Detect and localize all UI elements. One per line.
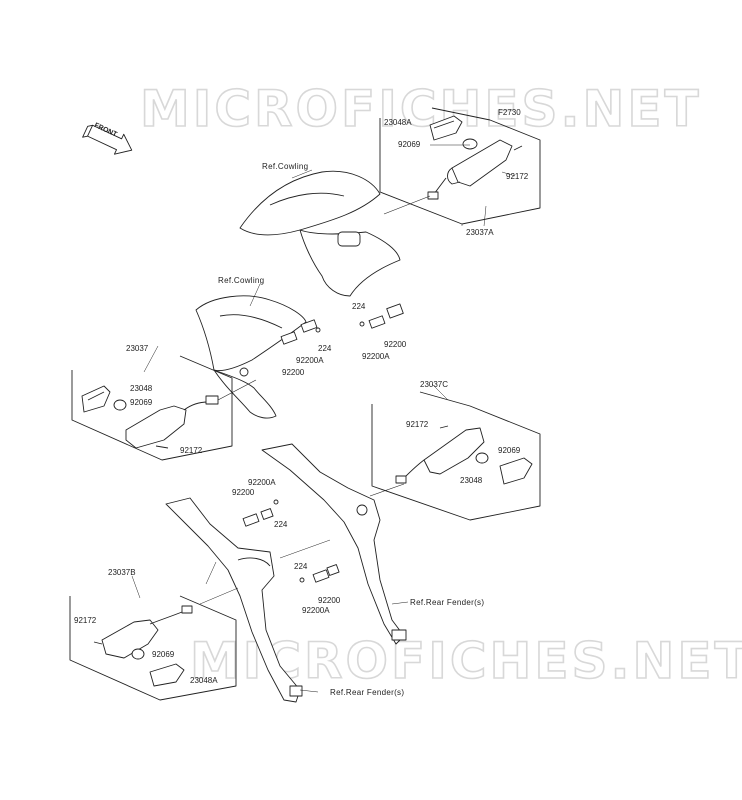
watermark-top: MICROFICHES.NET [139, 79, 702, 139]
lens-23048a-lower-icon [149, 663, 185, 687]
label-92200-left: 92200 [282, 368, 305, 377]
label-92172-upper: 92172 [506, 172, 529, 181]
label-224-left: 224 [318, 344, 332, 353]
label-23037a: 23037A [466, 228, 494, 237]
bulb-92069-left-icon [113, 399, 127, 411]
clip-set-upper-icon [359, 303, 404, 329]
label-23048a-upper: 23048A [384, 118, 412, 127]
label-224-lower: 224 [294, 562, 308, 571]
lens-23048a-icon [429, 115, 463, 141]
signal-23037b-icon [101, 619, 159, 659]
label-23048-left: 23048 [130, 384, 153, 393]
label-92200-middle: 92200 [232, 488, 255, 497]
figure-code: F2730 [498, 108, 521, 117]
bulb-92069-icon [462, 138, 478, 150]
label-92200a-upper: 92200A [362, 352, 390, 361]
label-92200a-lower: 92200A [302, 606, 330, 615]
clip-set-lower-icon [299, 564, 340, 583]
lens-23048-icon [81, 385, 111, 413]
label-224-upper: 224 [352, 302, 366, 311]
ref-cowling-left: Ref.Cowling [218, 276, 265, 285]
label-92069-right: 92069 [498, 446, 521, 455]
signal-23037a-icon [451, 139, 513, 187]
rear-fender-right-icon [261, 443, 405, 645]
label-92172-right: 92172 [406, 420, 429, 429]
ref-rear-fender-bottom: Ref.Rear Fender(s) [330, 688, 405, 697]
label-224-middle: 224 [274, 520, 288, 529]
label-92069-upper: 92069 [398, 140, 421, 149]
label-92069-lower: 92069 [152, 650, 175, 659]
box-23037b [69, 595, 237, 701]
box-23037a [379, 107, 541, 225]
label-92172-lower: 92172 [74, 616, 97, 625]
box-23037 [71, 355, 233, 461]
label-23037: 23037 [126, 344, 149, 353]
label-23048-right: 23048 [460, 476, 483, 485]
label-92200-upper: 92200 [384, 340, 407, 349]
label-92172-left: 92172 [180, 446, 203, 455]
cowling-upper-icon [239, 170, 381, 236]
front-arrow-icon [82, 124, 133, 155]
signal-23037-icon [125, 405, 187, 449]
signal-23037c-icon [423, 427, 485, 475]
label-23037c: 23037C [420, 380, 449, 389]
box-23037c [371, 391, 541, 521]
clip-set-middle-icon [242, 499, 279, 527]
label-23037b: 23037B [108, 568, 136, 577]
label-92200a-middle: 92200A [248, 478, 276, 487]
bulb-92069-right-icon [475, 452, 489, 464]
ref-rear-fender-right: Ref.Rear Fender(s) [410, 598, 485, 607]
label-92200a-left: 92200A [296, 356, 324, 365]
label-92069-left: 92069 [130, 398, 153, 407]
label-92200-lower: 92200 [318, 596, 341, 605]
bulb-92069-lower-icon [131, 648, 145, 660]
label-23048a-lower: 23048A [190, 676, 218, 685]
lens-23048-right-icon [499, 457, 533, 485]
clip-set-left-icon [280, 319, 321, 345]
ref-cowling-upper: Ref.Cowling [262, 162, 309, 171]
